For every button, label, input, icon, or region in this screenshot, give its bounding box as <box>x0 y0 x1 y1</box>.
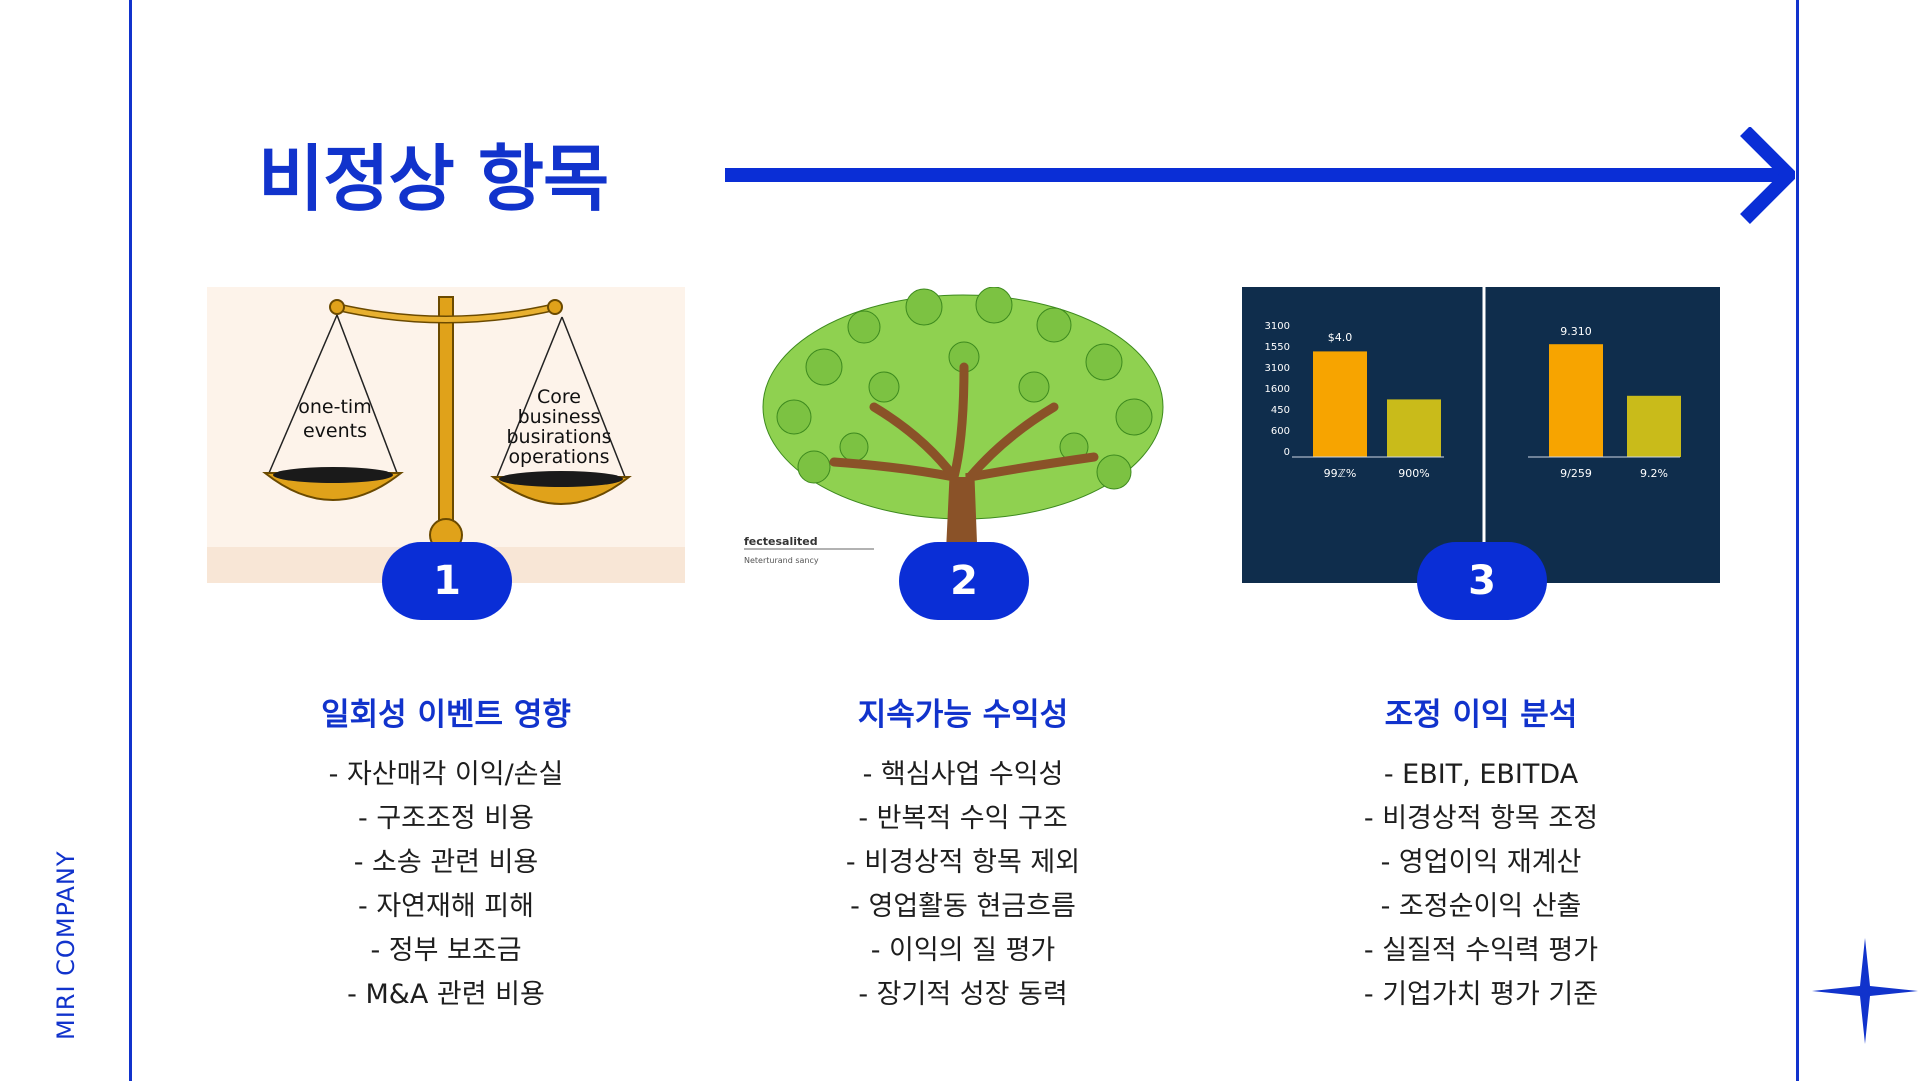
step-badge-3: 3 <box>1417 542 1547 620</box>
brand-name: MIRI COMPANY <box>52 850 80 1041</box>
right-border-line <box>1796 0 1799 1081</box>
bar-chart-image: 3100 1550 3100 1600 450 600 0 $4.0 9.310… <box>1242 287 1720 583</box>
list-item: - 조정순이익 산출 <box>1380 891 1582 922</box>
chart-bar <box>1627 395 1681 457</box>
list-item: - 실질적 수익력 평가 <box>1363 935 1599 966</box>
list-item: - 자연재해 피해 <box>358 891 534 922</box>
right-pan-label-3: busirations <box>506 426 611 448</box>
y-tick: 1600 <box>1265 384 1290 395</box>
left-bar-top-label: $4.0 <box>1328 331 1353 344</box>
card-heading: 조정 이익 분석 <box>1384 697 1578 733</box>
chart-bar <box>1387 399 1441 457</box>
list-item: - 이익의 질 평가 <box>870 935 1056 966</box>
y-tick: 450 <box>1271 405 1290 416</box>
left-pan-label-1: one-tim <box>298 396 371 418</box>
list-item: - EBIT, EBITDA <box>1383 759 1579 790</box>
bar-label: 99ℤ% <box>1324 467 1357 480</box>
right-pan-label-2: business <box>518 406 601 428</box>
card-sustainable-profitability: fectesalited Neterturand sancy 2 지속가능 수익… <box>724 287 1202 1010</box>
sparkle-star-icon <box>1812 938 1918 1044</box>
list-item: - 비경상적 항목 조정 <box>1363 803 1599 834</box>
tree-caption: fectesalited <box>744 535 818 548</box>
card-heading: 지속가능 수익성 <box>857 697 1069 733</box>
list-item: - 소송 관련 비용 <box>353 847 539 878</box>
tree-image: fectesalited Neterturand sancy <box>724 287 1202 583</box>
card-bullet-list: - 자산매각 이익/손실 - 구조조정 비용 - 소송 관련 비용 - 자연재해… <box>147 753 745 1017</box>
list-item: - 기업가치 평가 기준 <box>1363 979 1599 1010</box>
y-tick: 0 <box>1284 447 1290 458</box>
list-item: - 정부 보조금 <box>370 935 522 966</box>
bar-label: 9.2% <box>1640 467 1668 480</box>
list-item: - 영업활동 현금흐름 <box>850 891 1076 922</box>
step-badge-2: 2 <box>899 542 1029 620</box>
right-pan-label-1: Core <box>537 386 581 408</box>
left-border-line <box>129 0 132 1081</box>
y-tick: 600 <box>1271 426 1290 437</box>
step-badge-1: 1 <box>382 542 512 620</box>
y-tick: 3100 <box>1265 321 1290 332</box>
card-one-time-events: one-tim events Core business busirations… <box>207 287 685 1010</box>
right-pan-label-4: operations <box>508 446 609 468</box>
list-item: - M&A 관련 비용 <box>347 979 545 1010</box>
card-heading: 일회성 이벤트 영향 <box>321 697 571 733</box>
y-tick: 3100 <box>1265 363 1290 374</box>
list-item: - 반복적 수익 구조 <box>858 803 1068 834</box>
balance-scale-image: one-tim events Core business busirations… <box>207 287 685 583</box>
bar-label: 900% <box>1398 467 1429 480</box>
list-item: - 비경상적 항목 제외 <box>845 847 1081 878</box>
y-tick: 1550 <box>1265 342 1290 353</box>
page-title: 비정상 항목 <box>258 137 609 221</box>
list-item: - 핵심사업 수익성 <box>862 759 1064 790</box>
right-bar-top-label: 9.310 <box>1560 325 1592 338</box>
list-item: - 구조조정 비용 <box>358 803 534 834</box>
bar-label: 9/259 <box>1560 467 1592 480</box>
left-pan-label-2: events <box>303 420 367 442</box>
card-bullet-list: - 핵심사업 수익성 - 반복적 수익 구조 - 비경상적 항목 제외 - 영업… <box>664 753 1262 1017</box>
chart-bar <box>1313 351 1367 457</box>
list-item: - 자산매각 이익/손실 <box>328 759 564 790</box>
list-item: - 장기적 성장 동력 <box>858 979 1068 1010</box>
list-item: - 영업이익 재계산 <box>1380 847 1582 878</box>
tree-subcaption: Neterturand sancy <box>744 556 819 565</box>
arrow-right-icon <box>725 127 1795 224</box>
card-adjusted-earnings: 3100 1550 3100 1600 450 600 0 $4.0 9.310… <box>1242 287 1720 1010</box>
card-bullet-list: - EBIT, EBITDA - 비경상적 항목 조정 - 영업이익 재계산 -… <box>1182 753 1780 1017</box>
chart-bar <box>1549 344 1603 457</box>
